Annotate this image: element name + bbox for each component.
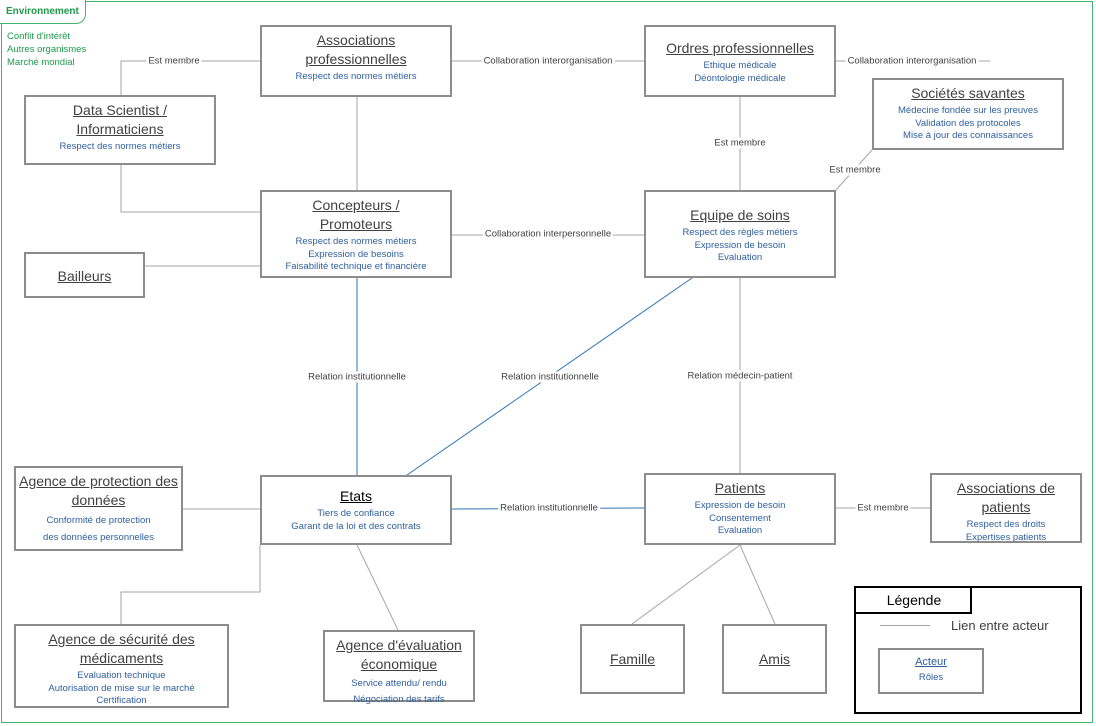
node-equipe-de-soins[interactable]: Equipe de soins Respect des règles métie… <box>644 190 836 278</box>
legend-title: Légende <box>886 592 942 608</box>
node-agence-evaluation-economique[interactable]: Agence d'évaluation économique Service a… <box>323 630 475 705</box>
node-title: Concepteurs / Promoteurs <box>312 197 400 232</box>
legend-link-line <box>880 625 930 626</box>
node-role: Validation des protocoles <box>915 117 1021 129</box>
node-ordres-professionnelles[interactable]: Ordres professionnelles Ethique médicale… <box>644 25 836 97</box>
node-title: Ordres professionnelles <box>666 40 814 56</box>
node-role: Autorisation de mise sur le marché <box>48 682 195 694</box>
edge-label: Relation médecin-patient <box>685 370 795 382</box>
node-role: Respect des droits <box>966 519 1046 530</box>
node-title: Associations de patients <box>956 480 1056 515</box>
node-role: Garant de la loi et des contrats <box>291 520 421 532</box>
node-role: Evaluation <box>717 525 763 536</box>
node-role: Conformité de protection <box>46 515 151 526</box>
node-title: Famille <box>609 651 656 667</box>
node-etats[interactable]: Etats Tiers de confiance Garant de la lo… <box>260 475 452 545</box>
node-role: Respect des normes métiers <box>59 141 181 152</box>
environment-title: Environnement <box>6 6 79 17</box>
edge-label: Relation institutionnelle <box>499 371 601 383</box>
legend-node-title: Acteur <box>915 656 947 668</box>
node-bailleurs[interactable]: Bailleurs <box>24 252 145 298</box>
node-role: Mise à jour des connaissances <box>903 130 1033 141</box>
node-role: Expression de besoins <box>308 248 404 260</box>
node-patients[interactable]: Patients Expression de besoin Consenteme… <box>644 473 836 545</box>
node-title: Agence de sécurité des médicaments <box>48 631 195 666</box>
node-title: Patients <box>714 480 766 496</box>
node-role: Déontologie médicale <box>694 72 786 84</box>
edge-label: Collaboration interorganisation <box>481 55 615 67</box>
node-title: Amis <box>758 651 791 667</box>
node-title: Data Scientist / Informaticiens <box>72 102 168 137</box>
link-patients-famille <box>631 544 741 625</box>
environment-item: Conflit d'intérêt <box>7 31 71 42</box>
legend-node-roles: Rôles <box>918 672 944 683</box>
edge-label: Relation institutionnelle <box>306 371 408 383</box>
node-role: Respect des règles métiers <box>682 227 798 238</box>
edge-label: Est membre <box>827 164 883 176</box>
link-patients-amis <box>739 544 776 625</box>
node-role: Expertises patients <box>965 531 1047 543</box>
edge-label: Est membre <box>855 502 911 514</box>
node-amis[interactable]: Amis <box>722 624 827 694</box>
node-agence-securite-medicaments[interactable]: Agence de sécurité des médicaments Evalu… <box>14 624 229 708</box>
link-etats-agenceMedicaments <box>120 545 261 624</box>
link-dataScientist-assocPro <box>120 60 260 95</box>
node-role: Tiers de confiance <box>317 508 395 519</box>
node-role: des données personnelles <box>43 532 154 543</box>
node-role: Certification <box>96 695 147 706</box>
node-role: Respect des normes métiers <box>295 236 417 247</box>
node-role: Respect des normes métiers <box>295 71 417 82</box>
environment-tab: Environnement <box>0 0 86 24</box>
edge-label: Relation institutionnelle <box>498 502 600 514</box>
node-title: Bailleurs <box>57 268 112 284</box>
legend: Légende Lien entre acteur Acteur Rôles <box>854 586 1082 714</box>
edge-label: Collaboration interpersonnelle <box>482 228 614 240</box>
node-role: Faisabilité technique et financière <box>285 261 427 272</box>
edge-label: Est membre <box>712 137 768 149</box>
node-title: Agence de protection des données <box>19 473 178 508</box>
node-title: Associations professionnelles <box>305 32 407 67</box>
link-etats-agenceEco <box>356 544 399 631</box>
node-title: Sociétés savantes <box>911 85 1025 101</box>
node-role: Ethique médicale <box>703 60 777 71</box>
node-title: Agence d'évaluation économique <box>336 637 462 672</box>
node-role: Expression de besoin <box>694 500 786 511</box>
node-role: Négociation des tarifs <box>353 694 445 705</box>
environment-item: Marché mondial <box>7 57 75 68</box>
node-societes-savantes[interactable]: Sociétés savantes Médecine fondée sur le… <box>872 78 1064 150</box>
node-role: Médecine fondée sur les preuves <box>898 105 1038 116</box>
node-title: Equipe de soins <box>690 207 790 223</box>
legend-tab: Légende <box>856 588 972 614</box>
node-concepteurs-promoteurs[interactable]: Concepteurs / Promoteurs Respect des nor… <box>260 190 452 278</box>
environment-item: Autres organismes <box>7 44 87 55</box>
node-data-scientist[interactable]: Data Scientist / Informaticiens Respect … <box>24 95 216 165</box>
node-agence-protection-donnees[interactable]: Agence de protection des données Conform… <box>14 466 183 551</box>
node-role: Consentement <box>709 512 771 524</box>
node-associations-de-patients[interactable]: Associations de patients Respect des dro… <box>930 473 1082 543</box>
node-associations-professionnelles[interactable]: Associations professionnelles Respect de… <box>260 25 452 97</box>
edge-label: Collaboration interorganisation <box>845 55 979 67</box>
environment-list: Conflit d'intérêt Autres organismes Marc… <box>7 30 86 69</box>
node-role: Service attendu/ rendu <box>351 678 447 689</box>
link-dataScientist-concepteurs <box>120 165 260 213</box>
node-role: Expression de besoin <box>694 239 786 251</box>
node-role: Evaluation technique <box>77 670 166 681</box>
legend-node-sample: Acteur Rôles <box>878 648 984 694</box>
edge-label: Est membre <box>146 55 202 67</box>
node-famille[interactable]: Famille <box>580 624 685 694</box>
legend-link-label: Lien entre acteur <box>951 618 1049 633</box>
node-title: Etats <box>340 488 372 504</box>
node-role: Evaluation <box>717 252 763 263</box>
